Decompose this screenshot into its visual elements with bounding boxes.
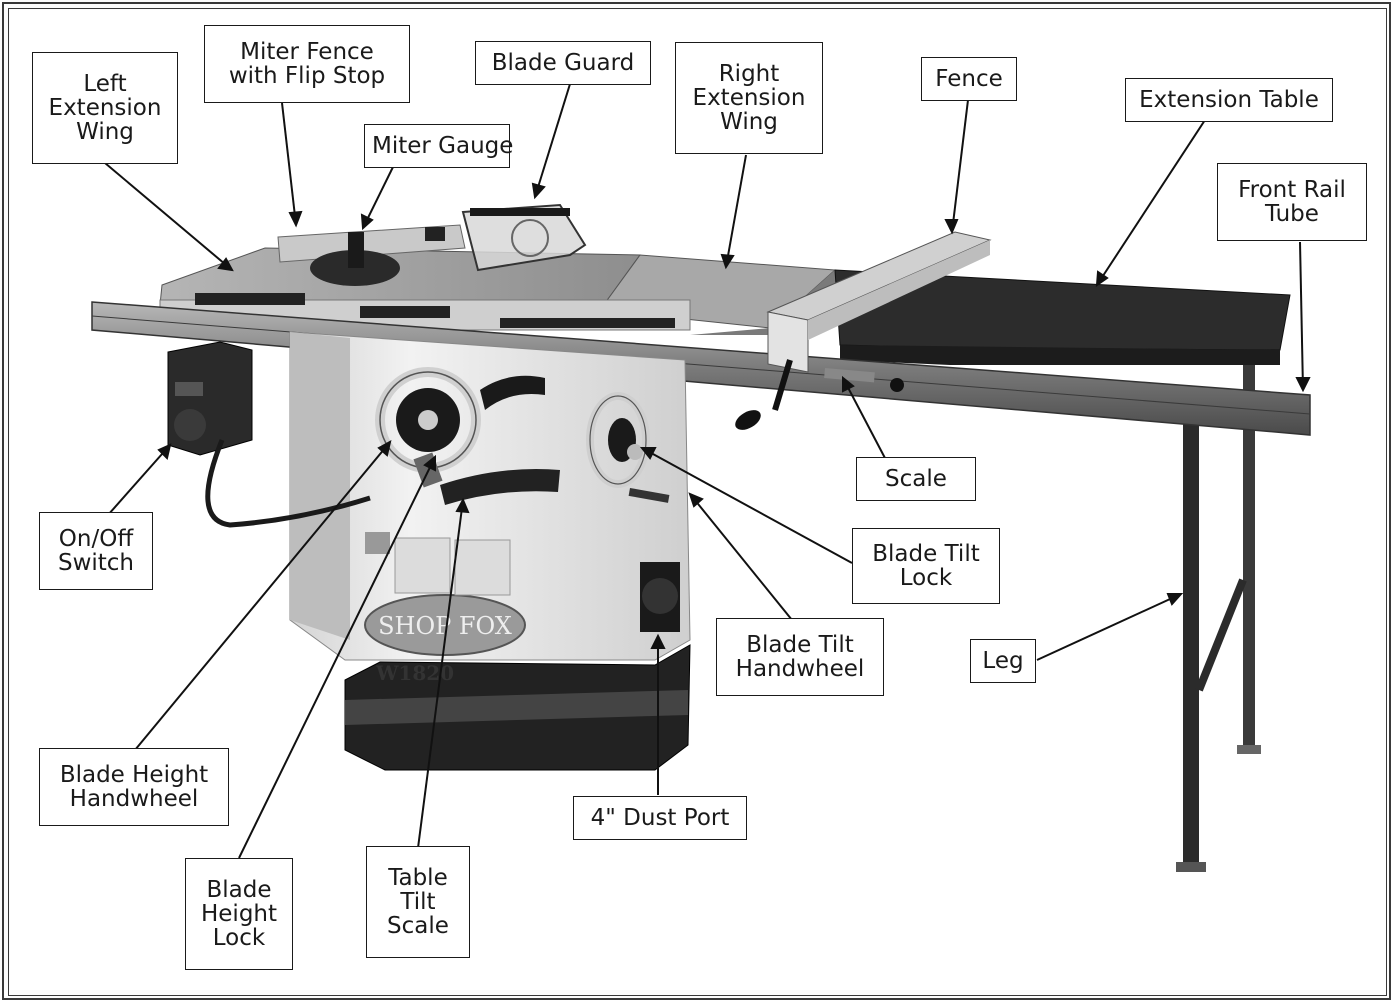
- label-table-tilt-scale: Table Tilt Scale: [366, 846, 470, 958]
- label-miter-fence-flip-stop: Miter Fence with Flip Stop: [204, 25, 410, 103]
- label-line: Tilt: [400, 889, 436, 915]
- label-line: Wing: [720, 109, 778, 135]
- legs: [1176, 340, 1261, 872]
- label-line: Lock: [899, 565, 953, 591]
- cabinet: SHOP FOX W1820: [289, 331, 691, 771]
- label-line: Left: [83, 71, 127, 97]
- label-line: Miter Fence: [240, 39, 374, 65]
- label-extension-table: Extension Table: [1125, 78, 1333, 122]
- label-line: Handwheel: [735, 656, 865, 682]
- label-fence: Fence: [921, 57, 1017, 101]
- label-dust-port: 4" Dust Port: [573, 796, 747, 840]
- label-line: Switch: [57, 550, 135, 576]
- label-miter-gauge: Miter Gauge: [364, 124, 514, 168]
- label-left-extension-wing: Left Extension Wing: [32, 52, 178, 164]
- label-on-off-switch: On/Off Switch: [39, 512, 153, 590]
- label-right-extension-wing: Right Extension Wing: [675, 42, 823, 154]
- label-line: Blade Tilt: [872, 541, 980, 567]
- miter-assembly-art: [277, 224, 466, 286]
- label-line: Scale: [387, 913, 449, 939]
- label-line: Scale: [885, 466, 947, 492]
- label-leg: Leg: [970, 639, 1036, 683]
- label-line: Table: [388, 865, 448, 891]
- label-line: Fence: [935, 66, 1003, 92]
- label-blade-guard: Blade Guard: [475, 41, 651, 85]
- label-line: Right: [718, 61, 780, 87]
- label-line: Blade Tilt: [746, 632, 854, 658]
- blade-height-handwheel-art: [375, 367, 560, 505]
- label-line: Wing: [76, 119, 134, 145]
- label-line: Lock: [212, 925, 266, 951]
- label-scale: Scale: [856, 457, 976, 501]
- label-blade-tilt-lock: Blade Tilt Lock: [852, 528, 1000, 604]
- label-line: Handwheel: [69, 786, 199, 812]
- label-line: Extension Table: [1139, 87, 1319, 113]
- label-line: 4" Dust Port: [590, 805, 730, 831]
- label-line: Extension: [692, 85, 806, 111]
- label-line: with Flip Stop: [228, 63, 386, 89]
- fence-art: [735, 231, 992, 430]
- blade-guard-art: [461, 203, 587, 272]
- label-blade-height-lock: Blade Height Lock: [185, 858, 293, 970]
- label-line: Tube: [1265, 201, 1319, 227]
- leader-lines: [104, 83, 1311, 859]
- label-blade-height-handwheel: Blade Height Handwheel: [39, 748, 229, 826]
- label-line: Leg: [982, 648, 1024, 674]
- label-line: Miter Gauge: [372, 133, 514, 159]
- label-front-rail-tube: Front Rail Tube: [1217, 163, 1367, 241]
- switch-box-art: [167, 341, 371, 528]
- label-line: On/Off: [58, 526, 134, 552]
- label-line: Blade Guard: [491, 50, 635, 76]
- blade-tilt-handwheel-art: [586, 392, 670, 503]
- label-line: Height: [200, 901, 278, 927]
- label-line: Extension: [48, 95, 162, 121]
- label-blade-tilt-handwheel: Blade Tilt Handwheel: [716, 618, 884, 696]
- label-line: Blade: [206, 877, 272, 903]
- label-line: Blade Height: [59, 762, 209, 788]
- label-line: Front Rail: [1238, 177, 1346, 203]
- inner-frame: [8, 8, 1387, 996]
